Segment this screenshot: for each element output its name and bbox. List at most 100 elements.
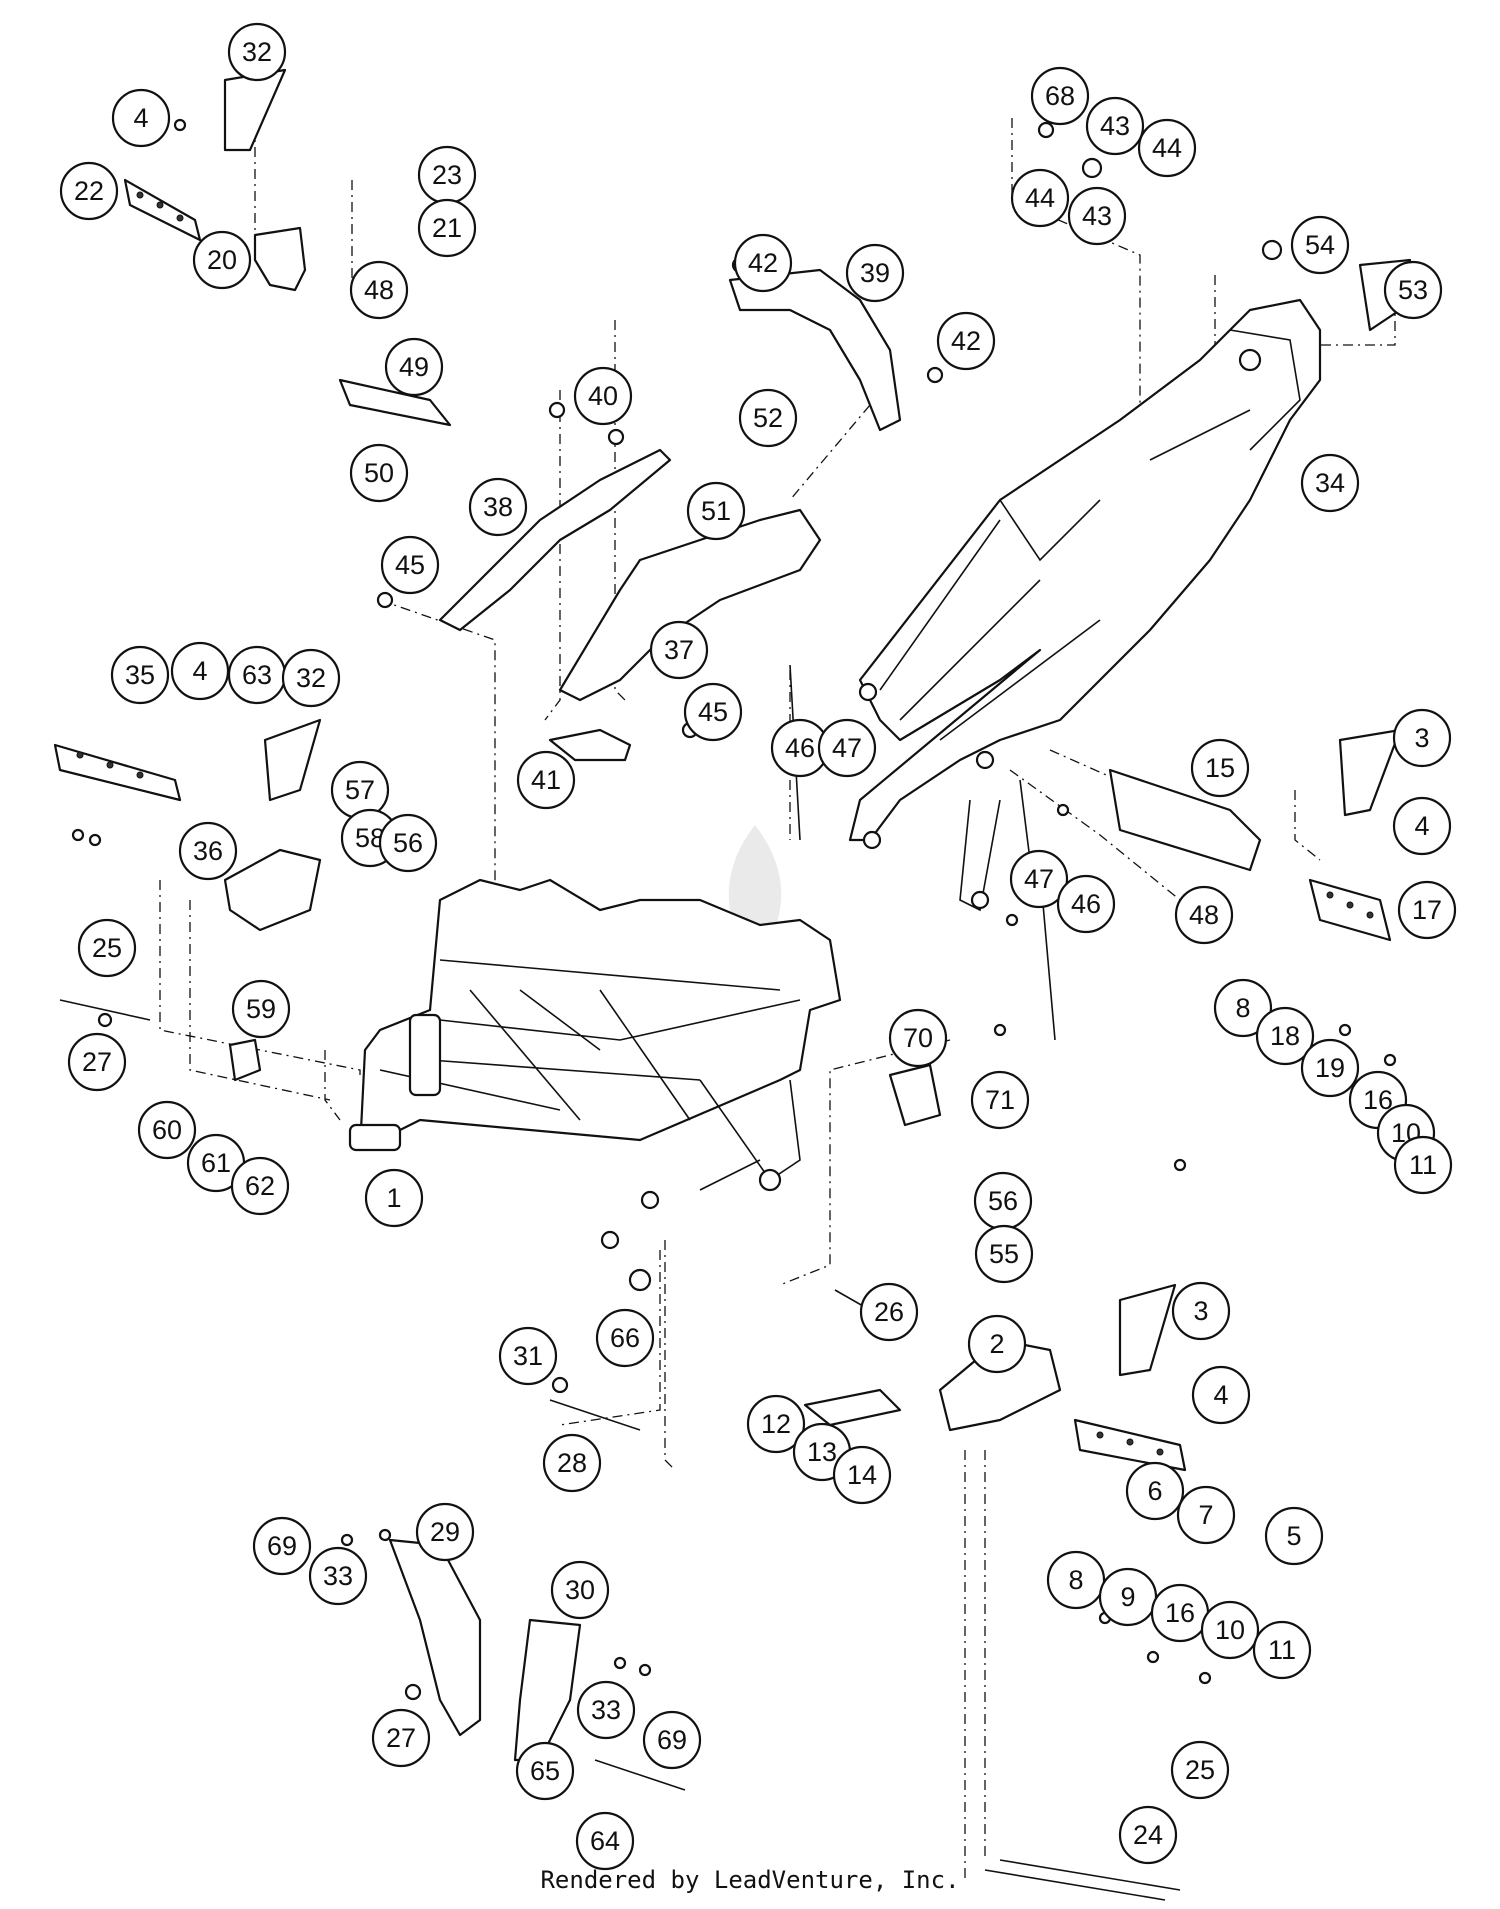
callout-label: 8 <box>1068 1565 1083 1595</box>
callout-46: 46 <box>770 718 830 778</box>
callout-label: 44 <box>1025 183 1055 213</box>
callout-32: 32 <box>227 22 287 82</box>
callout-50: 50 <box>349 443 409 503</box>
callout-30: 30 <box>550 1560 610 1620</box>
callout-10: 10 <box>1200 1600 1260 1660</box>
callout-circle <box>1056 874 1116 934</box>
callout-label: 54 <box>1305 230 1335 260</box>
callout-label: 17 <box>1412 895 1442 925</box>
callout-35: 35 <box>110 645 170 705</box>
callout-label: 29 <box>430 1517 460 1547</box>
callout-label: 46 <box>1071 889 1101 919</box>
callout-69: 69 <box>252 1516 312 1576</box>
callout-27: 27 <box>67 1032 127 1092</box>
callout-39: 39 <box>845 243 905 303</box>
callout-38: 38 <box>468 477 528 537</box>
callout-circle <box>738 388 798 448</box>
callout-label: 45 <box>395 550 425 580</box>
callout-circle <box>1191 1365 1251 1425</box>
callout-label: 62 <box>245 1171 275 1201</box>
callout-circle <box>415 1502 475 1562</box>
callout-9: 9 <box>1098 1567 1158 1627</box>
callout-label: 27 <box>82 1047 112 1077</box>
callout-33: 33 <box>308 1546 368 1606</box>
callout-7: 7 <box>1176 1485 1236 1545</box>
callout-circle <box>1397 880 1457 940</box>
callout-label: 59 <box>246 994 276 1024</box>
callout-circle <box>1200 1600 1260 1660</box>
callout-circle <box>649 620 709 680</box>
callout-circle <box>110 645 170 705</box>
callout-label: 14 <box>847 1460 877 1490</box>
callout-22: 22 <box>59 161 119 221</box>
callout-label: 56 <box>393 828 423 858</box>
callout-14: 14 <box>832 1445 892 1505</box>
callout-circle <box>1300 1038 1360 1098</box>
bolt-28 <box>549 1399 641 1431</box>
callout-43: 43 <box>1067 186 1127 246</box>
heel-guard-32-left <box>263 718 322 802</box>
callout-label: 42 <box>748 248 778 278</box>
callout-label: 36 <box>193 836 223 866</box>
callout-circle <box>974 1224 1034 1284</box>
callout-61: 61 <box>186 1133 246 1193</box>
callout-57: 57 <box>330 760 390 820</box>
callout-circle <box>1125 1461 1185 1521</box>
callout-label: 20 <box>207 245 237 275</box>
callout-circle <box>686 481 746 541</box>
callout-46: 46 <box>1056 874 1116 934</box>
callout-circle <box>230 1156 290 1216</box>
callout-29: 29 <box>415 1502 475 1562</box>
callout-circle <box>1067 186 1127 246</box>
callout-circle <box>1137 118 1197 178</box>
callout-label: 65 <box>530 1756 560 1786</box>
callout-label: 68 <box>1045 81 1075 111</box>
callout-circle <box>542 1433 602 1493</box>
callout-34: 34 <box>1300 453 1360 513</box>
heel-guard-32-top <box>223 68 287 152</box>
callout-label: 57 <box>345 775 375 805</box>
callout-circle <box>1255 1006 1315 1066</box>
callout-circle <box>1171 1281 1231 1341</box>
callout-label: 33 <box>591 1695 621 1725</box>
callout-circle <box>1009 849 1069 909</box>
callout-label: 49 <box>399 352 429 382</box>
callout-2: 2 <box>967 1314 1027 1374</box>
callout-circle <box>1176 1485 1236 1545</box>
callout-circle <box>1030 66 1090 126</box>
callout-label: 35 <box>125 660 155 690</box>
callout-circle <box>371 1708 431 1768</box>
callout-circle <box>349 443 409 503</box>
callout-71: 71 <box>970 1070 1030 1130</box>
callout-circle <box>595 1308 655 1368</box>
callout-circle <box>231 979 291 1039</box>
callout-circle <box>1392 708 1452 768</box>
callout-18: 18 <box>1255 1006 1315 1066</box>
bracket-61 <box>228 1038 262 1082</box>
callout-circle <box>384 337 444 397</box>
callout-label: 32 <box>296 663 326 693</box>
callout-25: 25 <box>1170 1740 1230 1800</box>
callout-label: 70 <box>903 1023 933 1053</box>
callout-55: 55 <box>974 1224 1034 1284</box>
bracket-41 <box>548 728 632 762</box>
callout-label: 12 <box>761 1409 791 1439</box>
callout-label: 9 <box>1120 1582 1135 1612</box>
callout-circle <box>192 230 252 290</box>
callout-label: 3 <box>1414 723 1429 753</box>
callout-circle <box>1170 1740 1230 1800</box>
callout-label: 5 <box>1286 1521 1301 1551</box>
callout-circle <box>1264 1506 1324 1566</box>
heel-guard-3-right <box>1338 728 1402 817</box>
callout-label: 13 <box>807 1437 837 1467</box>
callout-circle <box>308 1546 368 1606</box>
callout-label: 2 <box>989 1329 1004 1359</box>
callout-12: 12 <box>746 1394 806 1454</box>
heat-shield-39 <box>728 268 902 432</box>
callout-circle <box>417 198 477 258</box>
callout-label: 28 <box>557 1448 587 1478</box>
callout-65: 65 <box>515 1741 575 1801</box>
callout-label: 15 <box>1205 753 1235 783</box>
callout-17: 17 <box>1397 880 1457 940</box>
